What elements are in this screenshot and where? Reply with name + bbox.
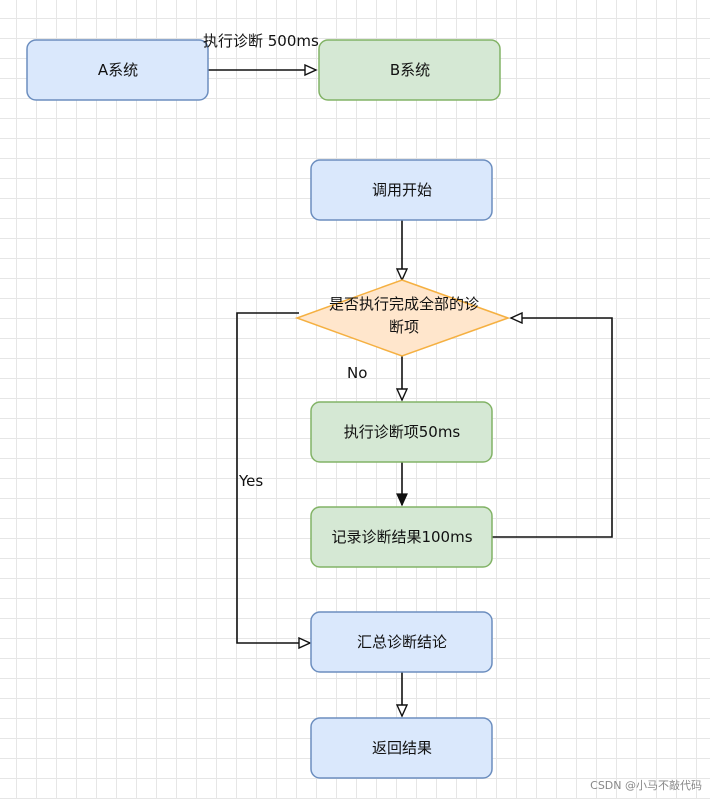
node-record[interactable]: 记录诊断结果100ms bbox=[310, 506, 493, 568]
node-execute-label: 执行诊断项50ms bbox=[344, 423, 461, 441]
node-record-shape bbox=[311, 507, 492, 567]
node-decision[interactable]: 是否执行完成全部的诊 断项 bbox=[294, 279, 511, 357]
edge-label-no: No bbox=[347, 364, 367, 382]
node-b-system[interactable]: B系统 bbox=[318, 39, 501, 101]
node-return-shape bbox=[311, 718, 492, 778]
edge-label-yes: Yes bbox=[238, 472, 263, 490]
node-a-system-border bbox=[26, 39, 209, 101]
node-summary[interactable]: 汇总诊断结论 bbox=[310, 611, 493, 673]
edge-yes-to-summary bbox=[236, 312, 310, 643]
node-return-label: 返回结果 bbox=[372, 739, 432, 757]
node-return-border bbox=[310, 717, 493, 779]
watermark: CSDN @小马不敲代码 bbox=[590, 779, 702, 792]
node-summary-shape bbox=[311, 612, 492, 672]
node-record-label: 记录诊断结果100ms bbox=[331, 528, 472, 546]
node-a-system-shape bbox=[27, 40, 208, 100]
node-start-border bbox=[310, 159, 493, 221]
node-start-shape bbox=[311, 160, 492, 220]
node-start-label: 调用开始 bbox=[372, 181, 432, 199]
node-execute[interactable]: 执行诊断项50ms bbox=[310, 401, 493, 463]
node-return[interactable]: 返回结果 bbox=[310, 717, 493, 779]
node-b-system-shape bbox=[319, 40, 500, 100]
node-decision-label-line1: 是否执行完成全部的诊 bbox=[329, 295, 479, 313]
edge-label-a-to-b: 执行诊断 500ms bbox=[203, 32, 319, 50]
node-b-system-label: B系统 bbox=[390, 61, 430, 79]
node-b-system-border bbox=[318, 39, 501, 101]
node-decision-label-line2: 断项 bbox=[389, 318, 419, 336]
node-summary-border bbox=[310, 611, 493, 673]
edge-record-loop-back bbox=[492, 318, 613, 538]
node-execute-shape bbox=[311, 402, 492, 462]
node-start[interactable]: 调用开始 bbox=[310, 159, 493, 221]
node-summary-label: 汇总诊断结论 bbox=[357, 633, 447, 651]
node-execute-border bbox=[310, 401, 493, 463]
node-a-system-label: A系统 bbox=[98, 61, 138, 79]
node-record-border bbox=[310, 506, 493, 568]
node-decision-border bbox=[294, 279, 511, 357]
node-a-system[interactable]: A系统 bbox=[26, 39, 209, 101]
